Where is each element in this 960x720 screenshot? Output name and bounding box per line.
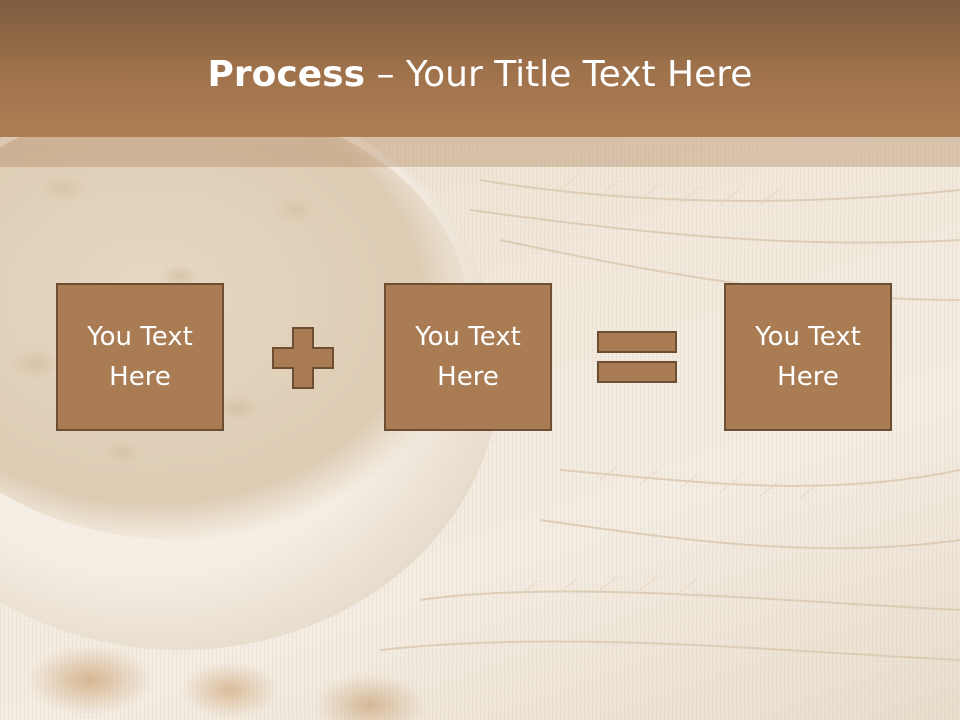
background-cereal-flakes: [0, 610, 960, 720]
title-bar: [0, 0, 960, 137]
process-box-label: You Text Here: [415, 322, 521, 392]
process-box-2[interactable]: You Text Here: [384, 283, 552, 431]
process-box-1[interactable]: You Text Here: [56, 283, 224, 431]
equals-icon: [597, 331, 677, 383]
title-bar-band: [0, 137, 960, 167]
process-box-3[interactable]: You Text Here: [724, 283, 892, 431]
slide-title-rest: – Your Title Text Here: [365, 54, 753, 95]
process-box-label: You Text Here: [755, 322, 861, 392]
process-box-label: You Text Here: [87, 322, 193, 392]
plus-icon: [272, 327, 334, 389]
slide-title[interactable]: Process – Your Title Text Here: [0, 52, 960, 98]
slide-title-bold: Process: [207, 54, 366, 95]
